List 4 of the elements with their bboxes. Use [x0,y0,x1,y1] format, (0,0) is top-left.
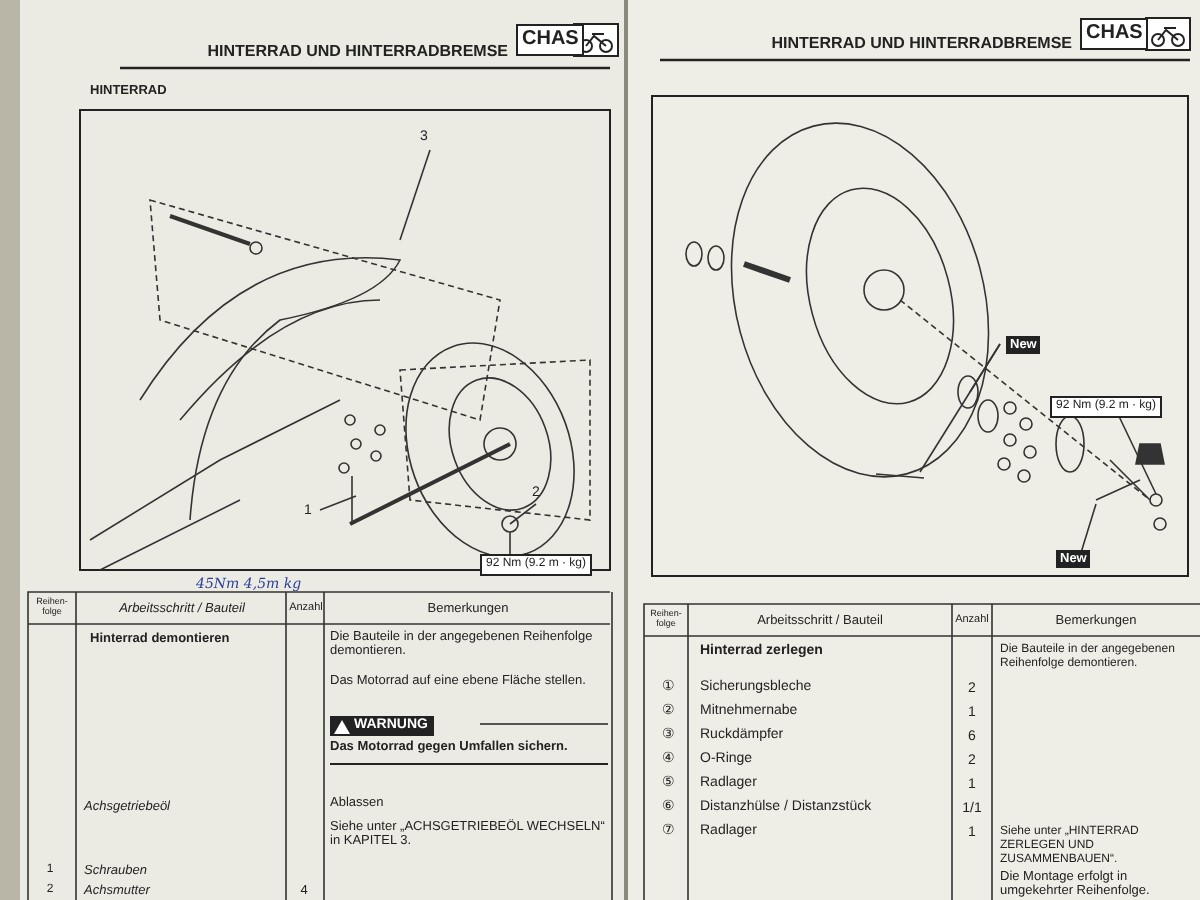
page-heading: HINTERRAD UND HINTERRADBREMSE [205,42,508,61]
section-tag: CHAS [516,24,585,55]
section-tag: CHAS [1080,18,1149,49]
page-heading: HINTERRAD UND HINTERRADBREMSE [769,34,1072,53]
